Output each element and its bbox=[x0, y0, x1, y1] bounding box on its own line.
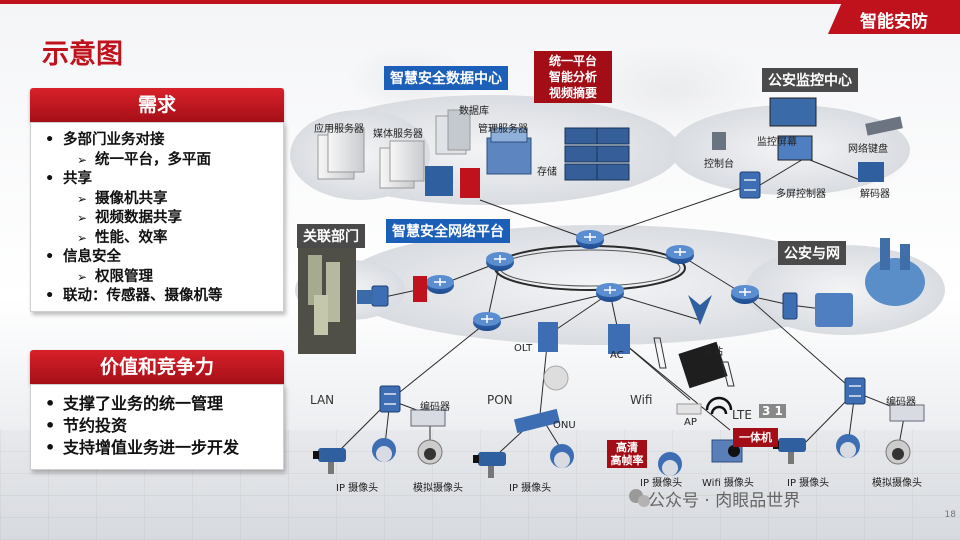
ap-label: AP bbox=[684, 417, 697, 428]
feature-video-summary: 视频摘要 bbox=[548, 86, 597, 100]
needs-subitem: 视频数据共享 bbox=[45, 209, 277, 229]
value-item: 支持增值业务进一步开发 bbox=[45, 437, 277, 459]
network-platform-cloud bbox=[340, 225, 860, 345]
lan-label: LAN bbox=[310, 393, 335, 407]
police-net-icons bbox=[815, 238, 925, 327]
onu-label: ONU bbox=[553, 420, 576, 431]
needs-item: 共享 bbox=[45, 170, 277, 190]
value-item: 支撑了业务的统一管理 bbox=[45, 393, 277, 415]
needs-subitem: 性能、效率 bbox=[45, 229, 277, 249]
wifi-cam-label: Wifi 摄像头 bbox=[702, 478, 754, 489]
feature-smart-analysis: 智能分析 bbox=[548, 70, 597, 84]
page-number: 18 bbox=[944, 510, 956, 520]
encoder-left-label: 编码器 bbox=[420, 402, 450, 413]
dept-buildings bbox=[298, 246, 373, 354]
wechat-icon bbox=[629, 489, 650, 507]
needs-subitem: 权限管理 bbox=[45, 268, 277, 288]
value-heading: 价值和竞争力 bbox=[30, 350, 284, 384]
police-net-label: 公安与网 bbox=[778, 241, 846, 265]
encoder-right-label: 编码器 bbox=[886, 397, 916, 408]
routers bbox=[426, 230, 759, 331]
needs-heading: 需求 bbox=[30, 88, 284, 122]
base-station-label: 基站 bbox=[703, 347, 723, 358]
database-label: 数据库 bbox=[459, 106, 489, 117]
switches bbox=[371, 171, 866, 413]
analog-cam-2-label: 模拟摄像头 bbox=[872, 478, 922, 489]
storage-array bbox=[564, 127, 630, 181]
value-list: 支撑了业务的统一管理节约投资支持增值业务进一步开发 bbox=[30, 384, 284, 470]
needs-item: 信息安全 bbox=[45, 248, 277, 268]
network-platform-label: 智慧安全网络平台 bbox=[386, 219, 510, 243]
servers bbox=[317, 109, 532, 189]
top-rule bbox=[0, 0, 960, 4]
switch-arrows bbox=[384, 179, 861, 405]
related-dept-label: 关联部门 bbox=[297, 224, 365, 248]
storage-label: 存储 bbox=[537, 167, 557, 178]
page-title: 示意图 bbox=[42, 39, 123, 70]
needs-item: 多部门业务对接 bbox=[45, 131, 277, 151]
wifi-label: Wifi bbox=[630, 393, 653, 407]
lte-badge: 3 1 bbox=[759, 404, 786, 418]
ac-label: AC bbox=[610, 350, 624, 361]
app-server-label: 应用服务器 bbox=[314, 124, 364, 135]
needs-list: 多部门业务对接统一平台，多平面共享摄像机共享视频数据共享性能、效率信息安全权限管… bbox=[30, 122, 284, 312]
mgmt-server-label: 管理服务器 bbox=[478, 124, 528, 135]
ip-cam-2-label: IP 摄像头 bbox=[509, 483, 552, 494]
multi-screen-ctrl-label: 多屏控制器 bbox=[776, 189, 826, 200]
watermark: 公众号 · 肉眼品世界 bbox=[648, 491, 801, 511]
integrated-label: 一体机 bbox=[733, 428, 778, 447]
media-server-label: 媒体服务器 bbox=[373, 129, 423, 140]
firewalls bbox=[413, 166, 480, 302]
hd-label: 高清 高帧率 bbox=[607, 440, 647, 468]
brand-tag: 智能安防 bbox=[828, 4, 960, 34]
needs-subitem: 摄像机共享 bbox=[45, 190, 277, 210]
ip-cam-3-label: IP 摄像头 bbox=[640, 478, 683, 489]
pon-label: PON bbox=[487, 393, 513, 407]
hd-line-1: 高清 bbox=[616, 441, 638, 454]
access-devices bbox=[410, 295, 925, 434]
value-item: 节约投资 bbox=[45, 415, 277, 437]
ip-cam-1-label: IP 摄像头 bbox=[336, 483, 379, 494]
hd-line-2: 高帧率 bbox=[610, 454, 644, 467]
net-keyboard-label: 网络键盘 bbox=[848, 144, 888, 155]
feature-unified-platform: 统一平台 bbox=[548, 54, 597, 68]
data-center-features: 统一平台 智能分析 视频摘要 bbox=[534, 51, 612, 103]
needs-subitem: 统一平台，多平面 bbox=[45, 151, 277, 171]
analog-cam-1-label: 模拟摄像头 bbox=[413, 483, 463, 494]
police-center-devices bbox=[712, 97, 903, 182]
olt-label: OLT bbox=[514, 343, 533, 354]
needs-item: 联动：传感器、摄像机等 bbox=[45, 287, 277, 307]
control-desk-label: 控制台 bbox=[704, 159, 734, 170]
monitor-wall-label: 监控屏幕 bbox=[757, 137, 797, 148]
police-center-label: 公安监控中心 bbox=[762, 68, 858, 92]
lte-label: LTE bbox=[732, 408, 752, 422]
data-center-label: 智慧安全数据中心 bbox=[384, 66, 508, 90]
ip-cam-4-label: IP 摄像头 bbox=[787, 478, 830, 489]
decoder-label: 解码器 bbox=[860, 189, 890, 200]
